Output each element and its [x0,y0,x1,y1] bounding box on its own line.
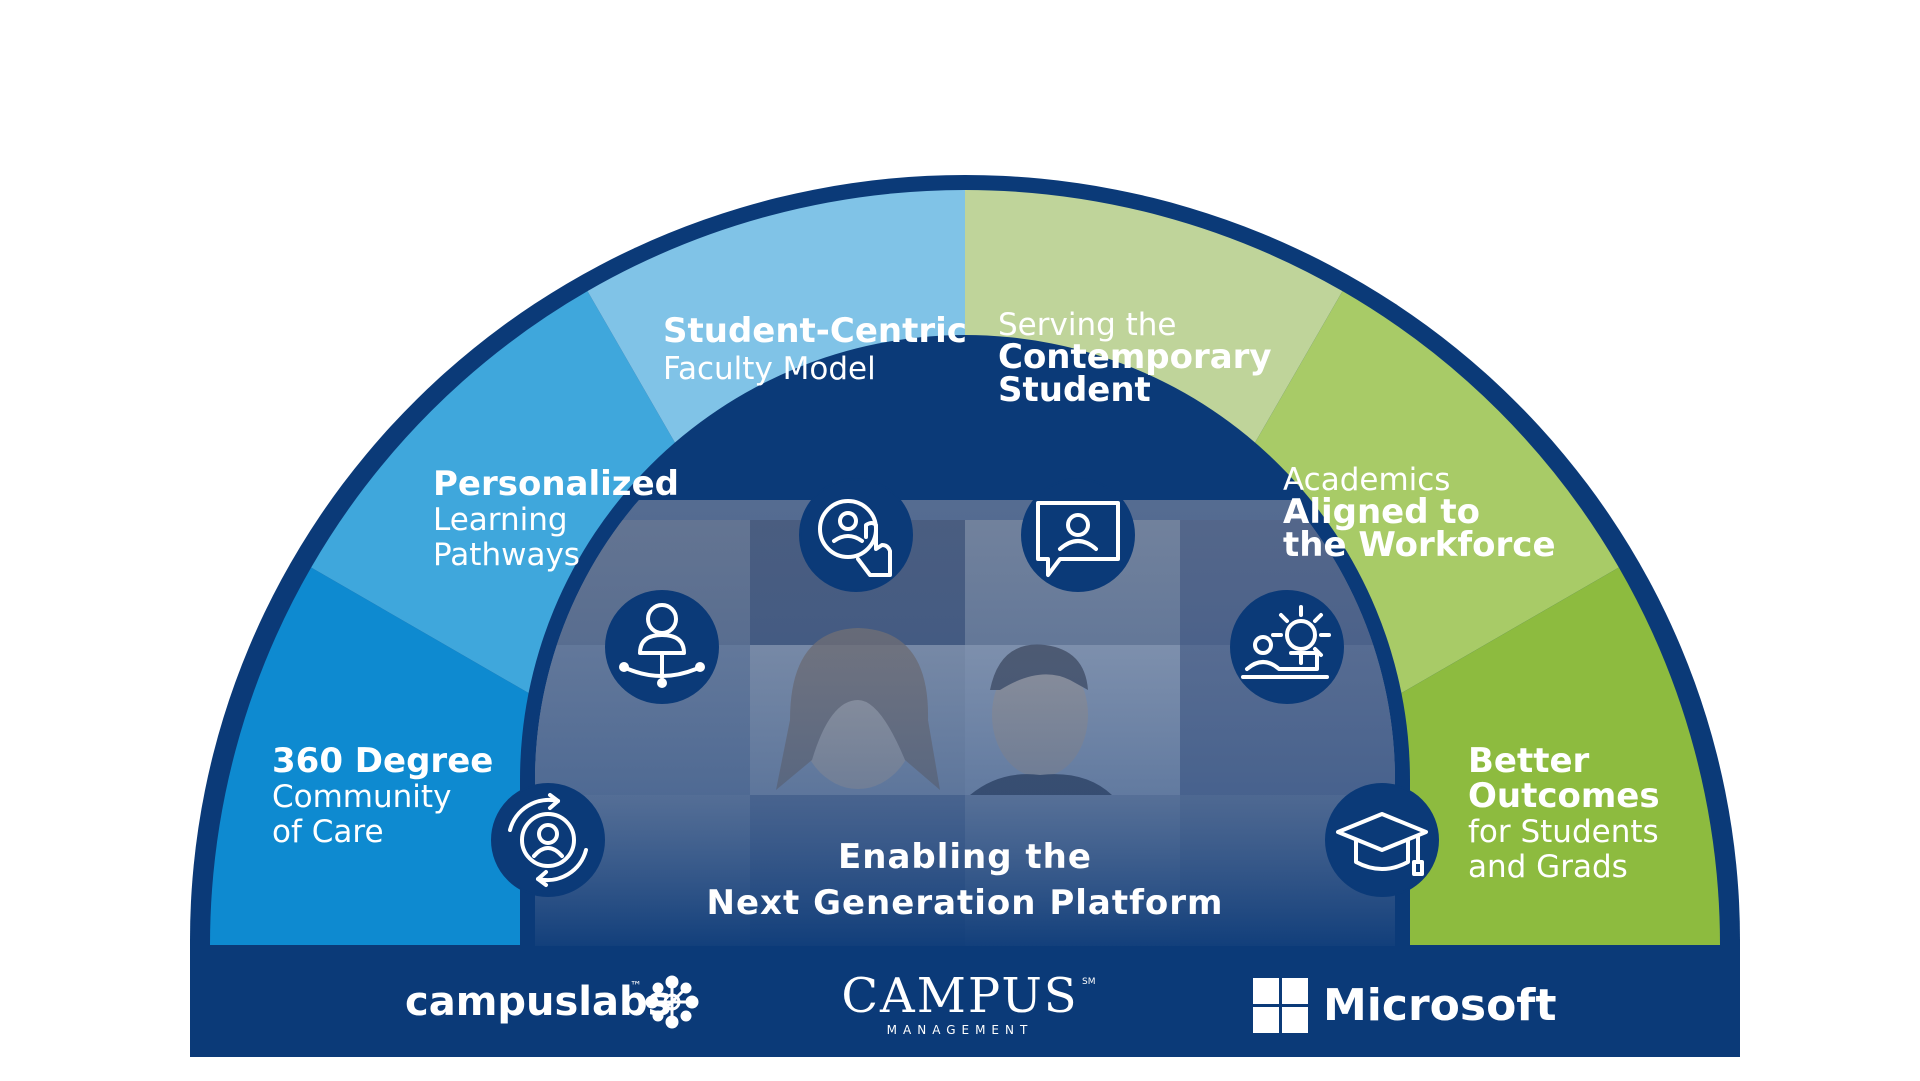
label-line: Personalized [433,464,679,504]
platform-title-line2: Next Generation Platform [707,883,1224,923]
campuslabs-trademark: ™ [630,979,642,993]
label-line: Outcomes [1468,776,1660,816]
campus-subtitle: MANAGEMENT [887,1023,1034,1037]
label-line: Learning [433,502,568,538]
faculty-click-icon [799,478,913,592]
label-line: 360 Degree [272,741,493,781]
segment-icons [491,478,1439,897]
campus-management-logo: CAMPUS SM MANAGEMENT [841,968,1095,1037]
platform-title-line1: Enabling the [838,837,1092,877]
workforce-gear-icon [1230,590,1344,704]
label-line: Pathways [433,537,580,573]
label-line: Student-Centric [663,311,967,351]
microsoft-wordmark: Microsoft [1323,980,1556,1031]
label-line: Community [272,779,451,815]
campus-servicemark: SM [1082,977,1095,987]
label-line: Aligned to [1283,492,1480,532]
label-line: and Grads [1468,849,1628,885]
label-line: Student [998,370,1151,410]
label-line: the Workforce [1283,525,1556,565]
label-line: Serving the [998,307,1177,343]
campuslabs-logo: campuslabs ™ [405,975,699,1029]
student-chat-icon [1021,478,1135,592]
microsoft-logo: Microsoft [1253,978,1556,1033]
label-line: Faculty Model [663,351,876,387]
label-line: Contemporary [998,337,1272,377]
learning-pathways-icon [605,590,719,704]
campuslabs-molecule-icon [645,975,699,1029]
graduation-cap-icon [1325,783,1439,897]
microsoft-windows-icon [1253,978,1308,1033]
label-line: of Care [272,814,384,850]
community-of-care-icon [491,783,605,897]
label-line: Academics [1283,462,1450,498]
campus-wordmark: CAMPUS [841,968,1078,1024]
label-line: Better [1468,741,1590,781]
campuslabs-wordmark: campuslabs [405,979,671,1025]
label-line: for Students [1468,814,1659,850]
